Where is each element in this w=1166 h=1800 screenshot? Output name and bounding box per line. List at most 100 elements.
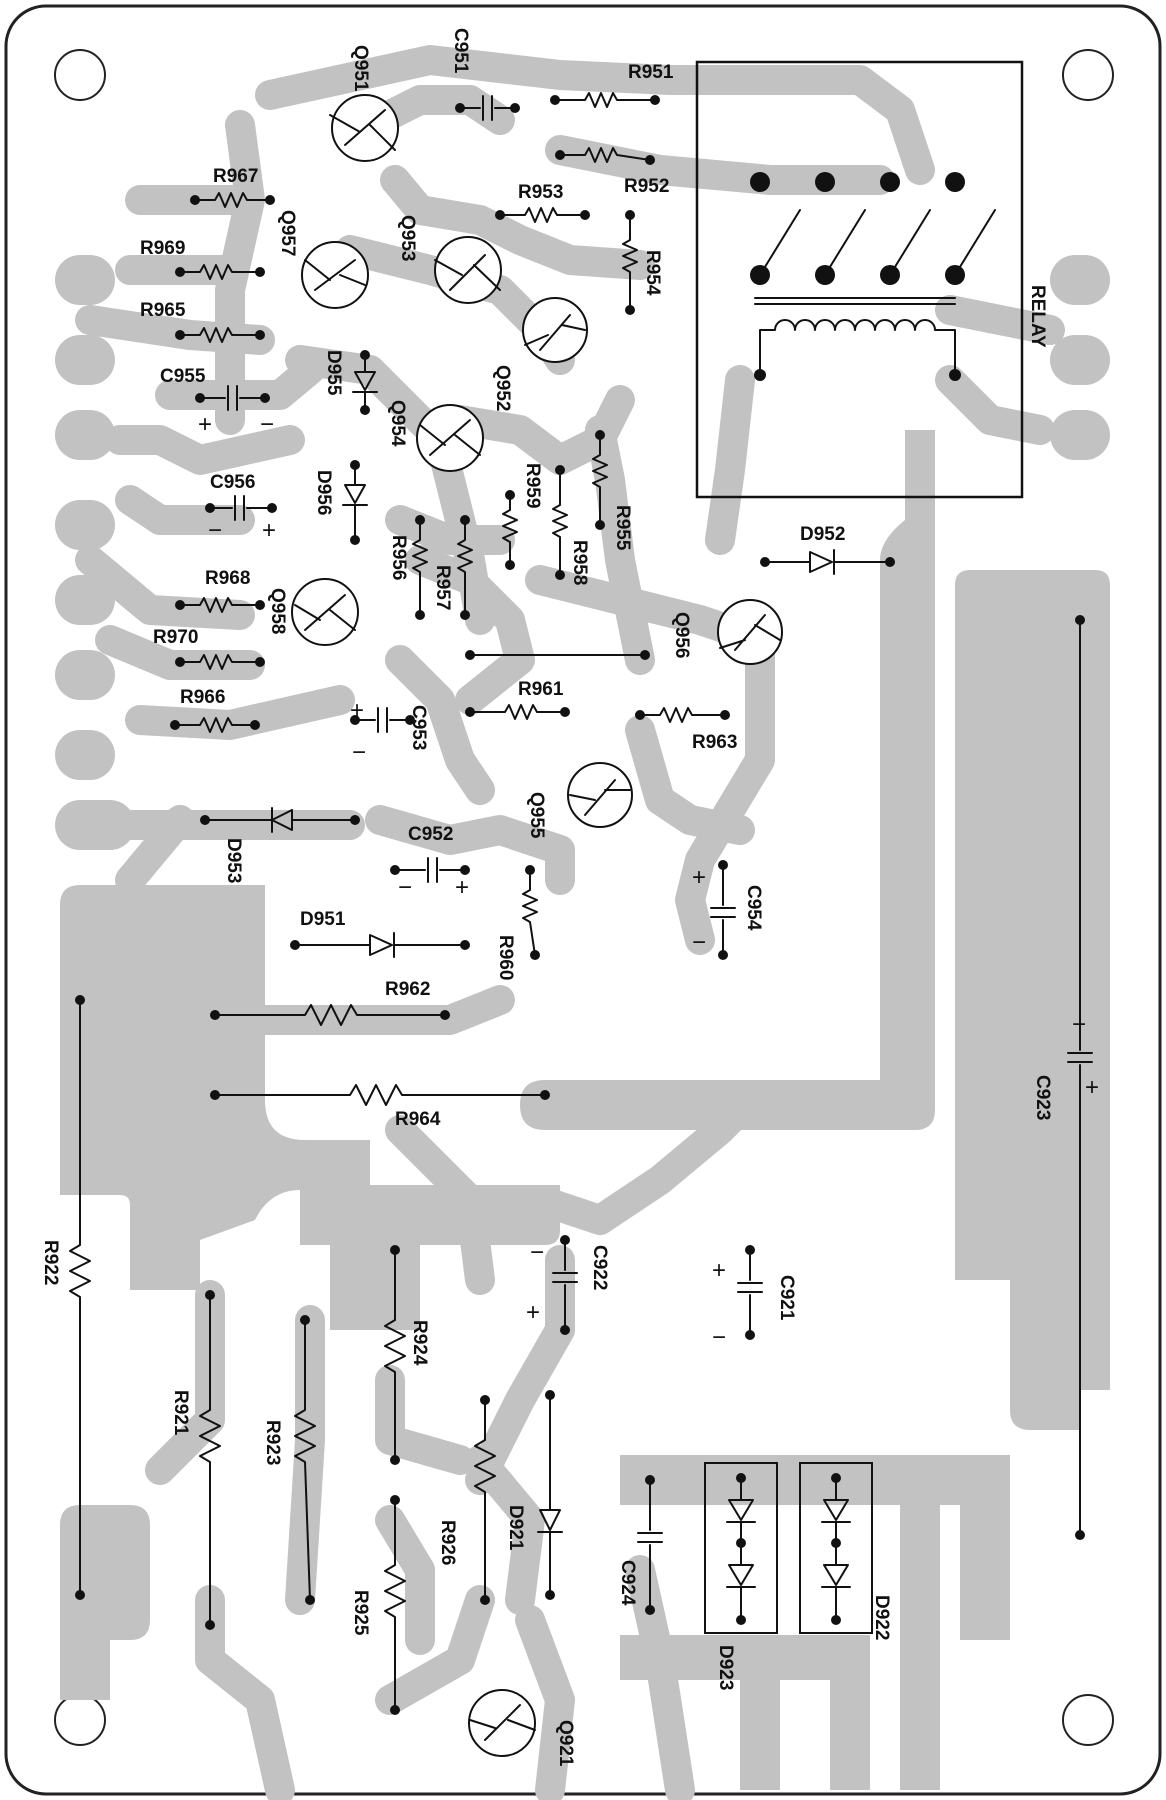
- resistor-r970: [179, 654, 261, 670]
- polarity-minus: −: [692, 929, 706, 956]
- polarity-minus: −: [352, 739, 366, 766]
- label-r922: R922: [40, 1240, 61, 1285]
- transistor-q951: [329, 94, 399, 162]
- label-c956: C956: [210, 472, 255, 493]
- polarity-plus: +: [526, 1299, 540, 1326]
- diode-block-d922: [799, 1462, 873, 1634]
- label-c954: C954: [743, 885, 764, 931]
- mounting-hole: [1062, 49, 1114, 101]
- resistor-symbols: [69, 92, 726, 1711]
- diode-symbols: [204, 354, 891, 1596]
- label-relay: RELAY: [1027, 285, 1048, 348]
- capacitor-c953: [354, 707, 411, 733]
- polarity-minus: −: [1072, 1011, 1086, 1038]
- label-r953: R953: [518, 182, 563, 203]
- label-q954: Q954: [387, 400, 408, 447]
- label-d952: D952: [800, 524, 845, 545]
- polarity-plus: +: [455, 874, 469, 901]
- polarity-plus: +: [350, 697, 364, 724]
- label-d922: D922: [871, 1595, 892, 1640]
- resistor-r923: [294, 1319, 316, 1601]
- label-c955: C955: [160, 366, 206, 387]
- label-c953: C953: [408, 705, 429, 750]
- capacitor-c954: [710, 864, 736, 956]
- label-d923: D923: [715, 1645, 736, 1690]
- label-q952: Q952: [492, 365, 513, 411]
- mounting-hole: [1062, 1694, 1114, 1746]
- label-c922: C922: [589, 1245, 610, 1290]
- label-r955: R955: [612, 505, 633, 551]
- label-r957: R957: [432, 565, 453, 610]
- label-d953: D953: [223, 838, 244, 883]
- capacitor-c955: [199, 385, 266, 411]
- transistor-q956: [717, 599, 783, 665]
- capacitor-c922: [552, 1239, 578, 1331]
- component-labels: RELAY R951 R952 R953 R954 R955 R956 R957…: [40, 28, 1053, 1767]
- transistor-q954: [416, 404, 484, 472]
- label-r924: R924: [409, 1320, 430, 1366]
- label-d956: D956: [313, 470, 334, 515]
- polarity-plus: +: [262, 517, 276, 544]
- resistor-r926: [474, 1399, 496, 1601]
- label-q956: Q956: [671, 612, 692, 658]
- transistor-q953: [434, 236, 502, 304]
- copper-bottom-strip: [620, 1635, 870, 1790]
- label-q953: Q953: [397, 215, 418, 261]
- label-q958: Q958: [267, 588, 288, 634]
- resistor-r964: [214, 1084, 546, 1106]
- mounting-hole: [54, 49, 106, 101]
- resistor-r959: [502, 494, 518, 566]
- resistor-r952: [559, 147, 651, 163]
- resistor-r963: [639, 707, 726, 723]
- transistor-q952: [522, 297, 588, 363]
- capacitor-c921: [737, 1249, 763, 1336]
- label-r964: R964: [395, 1109, 441, 1130]
- copper-diode-area: [620, 1455, 1010, 1790]
- label-r926: R926: [437, 1520, 458, 1565]
- label-r970: R970: [153, 627, 198, 648]
- label-q957: Q957: [277, 210, 298, 256]
- label-c921: C921: [776, 1275, 797, 1321]
- polarity-minus: −: [712, 1324, 726, 1351]
- copper-layer: [55, 45, 1110, 1800]
- label-r921: R921: [170, 1390, 191, 1436]
- resistor-r969: [179, 264, 261, 280]
- label-r952: R952: [624, 176, 669, 197]
- label-r966: R966: [180, 687, 225, 708]
- diode-block-d923: [704, 1462, 778, 1634]
- label-d955: D955: [323, 350, 344, 396]
- label-r963: R963: [692, 732, 737, 753]
- polarity-plus: +: [1085, 1074, 1099, 1101]
- transistor-q957: [301, 241, 369, 309]
- label-r960: R960: [495, 935, 516, 980]
- label-c924: C924: [617, 1560, 638, 1606]
- label-r958: R958: [569, 540, 590, 585]
- resistor-r954: [622, 214, 638, 311]
- resistor-r956: [412, 519, 428, 616]
- label-r954: R954: [642, 250, 663, 296]
- edge-connector-pads: [55, 255, 1110, 850]
- transistor-q921: [468, 1689, 536, 1757]
- polarity-minus: −: [530, 1239, 544, 1266]
- polarity-plus: +: [198, 411, 212, 438]
- label-r967: R967: [213, 166, 258, 187]
- polarity-minus: −: [208, 517, 222, 544]
- relay-outline: [695, 60, 1024, 499]
- resistor-r966: [174, 717, 256, 733]
- label-r968: R968: [205, 568, 250, 589]
- resistor-r960: [522, 869, 538, 956]
- capacitor-c956: [209, 495, 273, 521]
- label-d951: D951: [300, 909, 346, 930]
- resistor-r958: [552, 469, 568, 576]
- label-r959: R959: [522, 463, 543, 508]
- label-q921: Q921: [555, 1720, 576, 1767]
- capacitor-c952: [394, 857, 466, 883]
- resistor-r922: [69, 999, 91, 1596]
- resistor-r951: [554, 92, 656, 108]
- diode-d921: [537, 1394, 563, 1596]
- resistor-r953: [499, 207, 586, 223]
- transistor-symbols: [291, 94, 783, 1757]
- label-r925: R925: [350, 1590, 371, 1636]
- relay-coil: [754, 297, 956, 376]
